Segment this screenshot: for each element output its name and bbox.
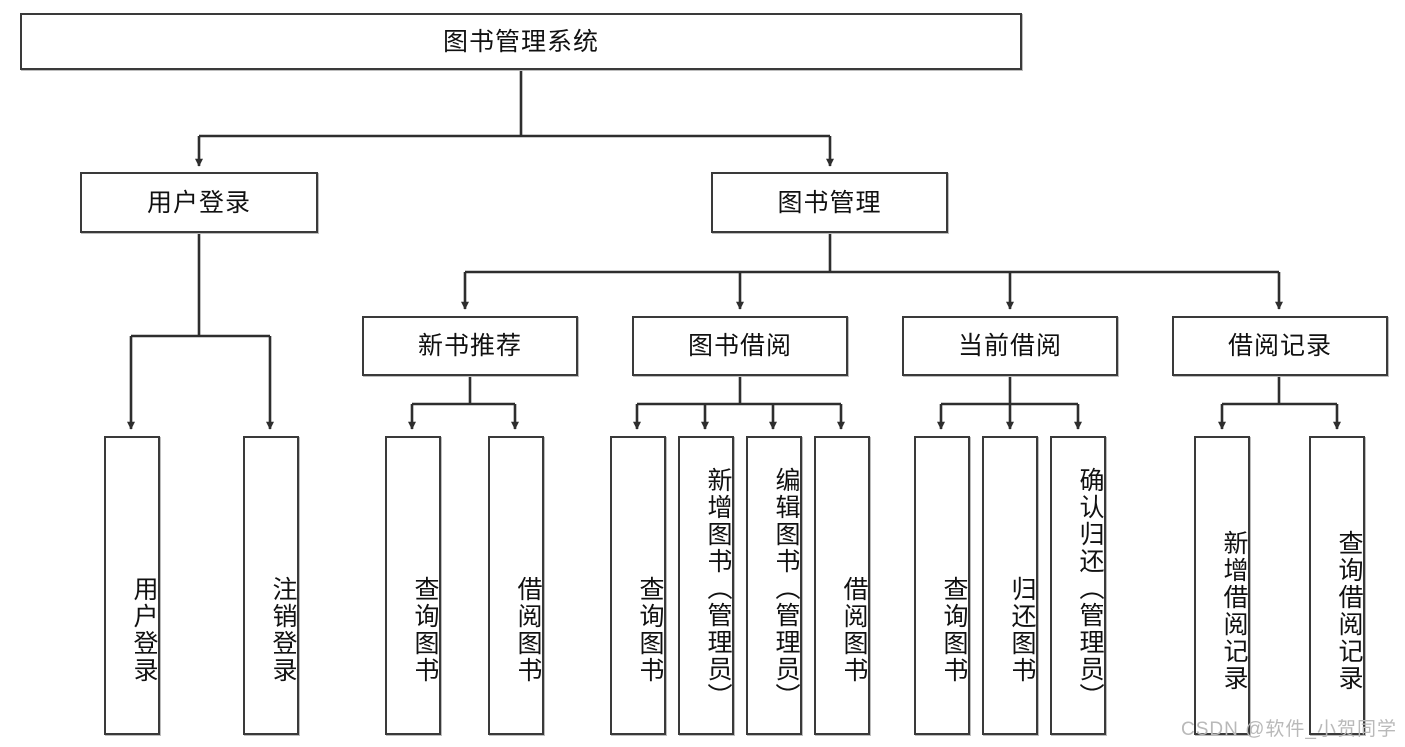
node-book-management[interactable]: 图书管理 bbox=[711, 172, 948, 233]
node-label: 图书管理 bbox=[777, 188, 882, 217]
node-label: 查询图书 bbox=[636, 575, 664, 684]
leaf-confirm-return-admin[interactable]: 确认归还（管理员） bbox=[1050, 436, 1106, 735]
node-label: 查询图书 bbox=[411, 575, 439, 684]
node-label: 用户登录 bbox=[130, 575, 158, 684]
csdn-watermark: CSDN @软件_小贺同学 bbox=[1181, 719, 1397, 740]
node-label: 借阅图书 bbox=[840, 575, 868, 684]
node-label: 当前借阅 bbox=[957, 332, 1062, 360]
leaf-logout[interactable]: 注销登录 bbox=[243, 436, 299, 735]
leaf-add-book-admin[interactable]: 新增图书（管理员） bbox=[678, 436, 734, 735]
node-borrowing-records[interactable]: 借阅记录 bbox=[1172, 316, 1388, 376]
leaf-borrow-books-borrowing[interactable]: 借阅图书 bbox=[814, 436, 870, 735]
node-label: 确认归还（管理员） bbox=[1076, 467, 1104, 710]
leaf-add-borrowing-record[interactable]: 新增借阅记录 bbox=[1194, 436, 1250, 735]
node-user-login[interactable]: 用户登录 bbox=[80, 172, 318, 233]
node-new-book-recommendation[interactable]: 新书推荐 bbox=[362, 316, 578, 376]
node-label: 新增借阅记录 bbox=[1220, 529, 1248, 692]
node-label: 新书推荐 bbox=[417, 332, 522, 360]
node-root-book-management-system[interactable]: 图书管理系统 bbox=[20, 13, 1022, 70]
node-label: 图书管理系统 bbox=[442, 27, 599, 56]
leaf-query-books-new-recommendation[interactable]: 查询图书 bbox=[385, 436, 441, 735]
leaf-query-books-current[interactable]: 查询图书 bbox=[914, 436, 970, 735]
node-label: 新增图书（管理员） bbox=[704, 467, 732, 710]
leaf-borrow-books-new-recommendation[interactable]: 借阅图书 bbox=[488, 436, 544, 735]
node-label: 图书借阅 bbox=[687, 332, 792, 360]
node-label: 借阅图书 bbox=[514, 575, 542, 684]
node-label: 借阅记录 bbox=[1227, 332, 1332, 360]
node-book-borrowing[interactable]: 图书借阅 bbox=[632, 316, 848, 376]
leaf-query-borrowing-record[interactable]: 查询借阅记录 bbox=[1309, 436, 1365, 735]
node-current-borrowing[interactable]: 当前借阅 bbox=[902, 316, 1118, 376]
node-label: 查询图书 bbox=[940, 575, 968, 684]
node-label: 注销登录 bbox=[269, 575, 297, 684]
leaf-edit-book-admin[interactable]: 编辑图书（管理员） bbox=[746, 436, 802, 735]
leaf-user-login[interactable]: 用户登录 bbox=[104, 436, 160, 735]
leaf-return-books[interactable]: 归还图书 bbox=[982, 436, 1038, 735]
leaf-query-books-borrowing[interactable]: 查询图书 bbox=[610, 436, 666, 735]
node-label: 归还图书 bbox=[1008, 575, 1036, 684]
node-label: 查询借阅记录 bbox=[1335, 529, 1363, 692]
node-label: 编辑图书（管理员） bbox=[772, 467, 800, 710]
node-label: 用户登录 bbox=[146, 188, 251, 217]
